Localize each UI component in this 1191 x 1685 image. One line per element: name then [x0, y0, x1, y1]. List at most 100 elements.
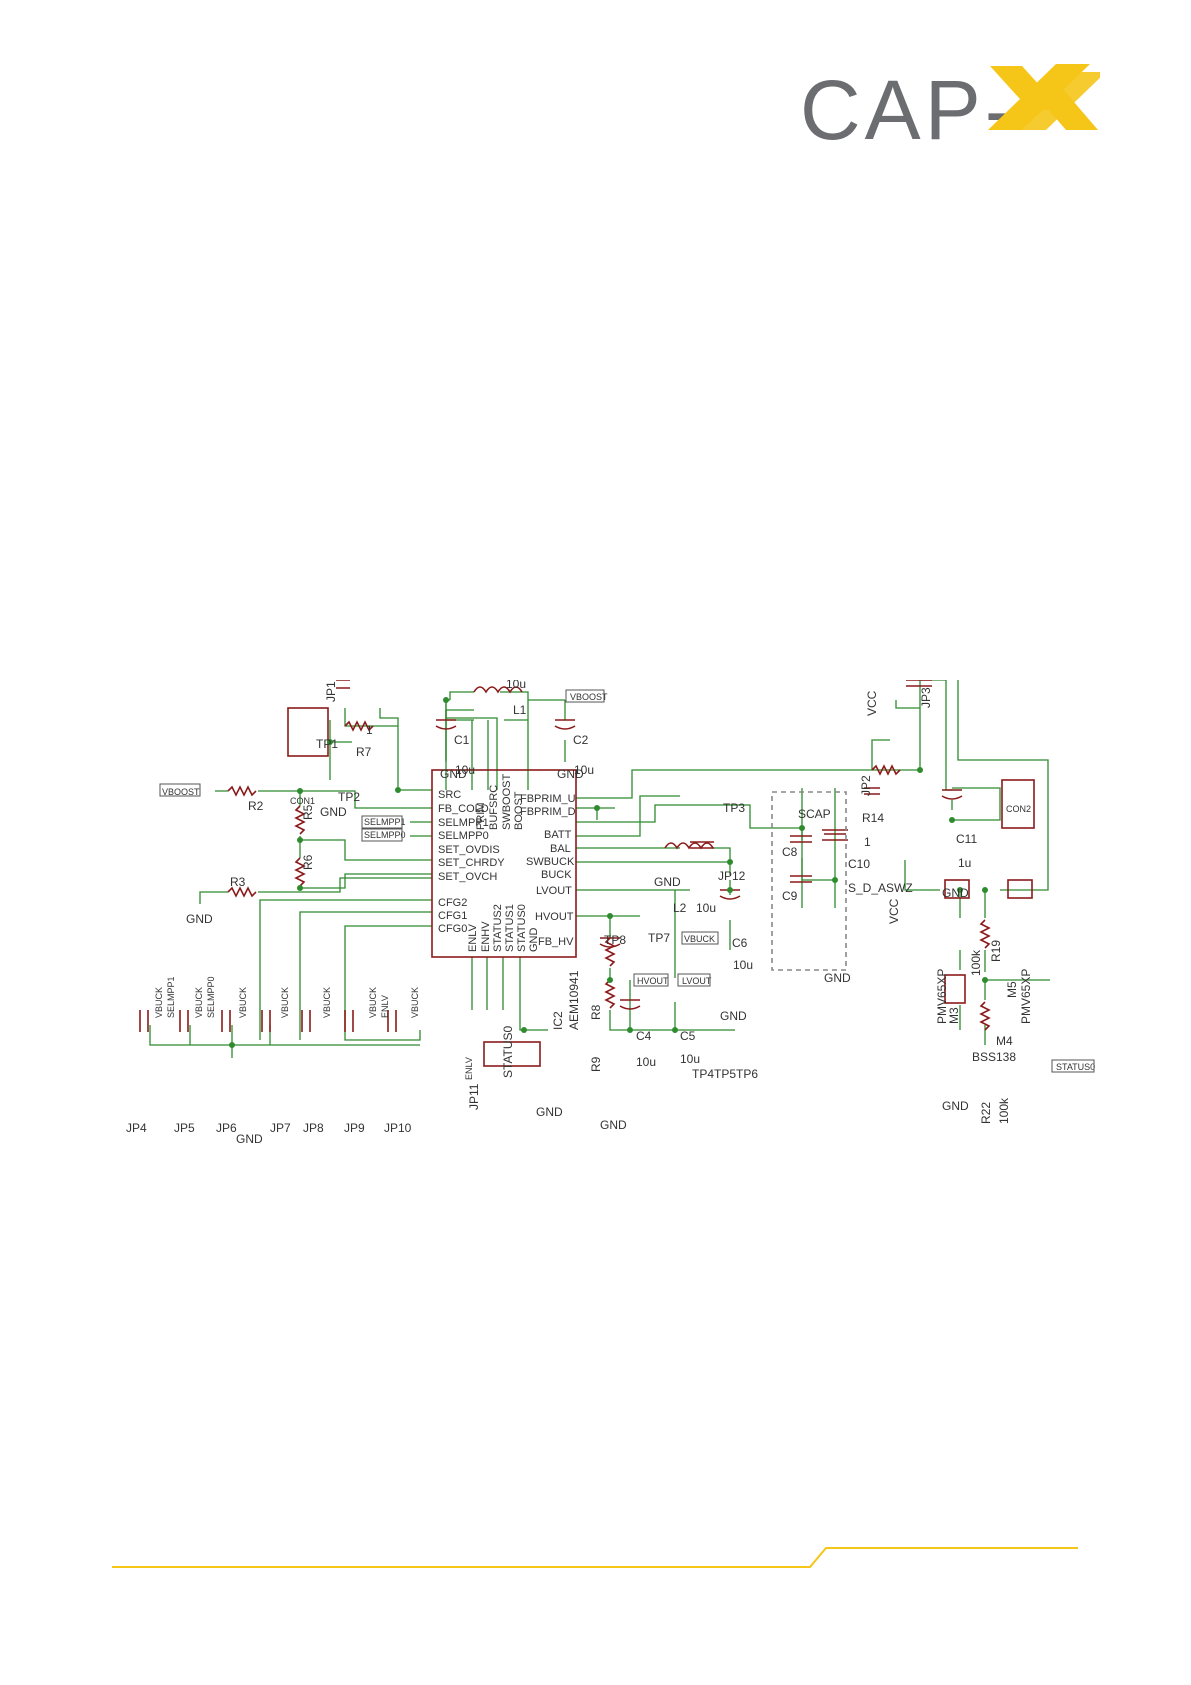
pin-status2: STATUS2	[492, 904, 504, 952]
connector-con2	[1001, 779, 1035, 829]
ic-body	[431, 769, 577, 958]
r9-label: R9	[589, 1056, 603, 1072]
c8-label: C8	[782, 845, 798, 859]
m5-label: M5	[1005, 981, 1019, 998]
pin-status0: STATUS0	[516, 904, 528, 952]
pin-fb-cold: FB_COLD	[438, 803, 489, 815]
c2-value: 10u	[574, 763, 594, 777]
m3-part: PMV65XP	[935, 969, 949, 1024]
gnd-con1: GND	[320, 805, 347, 819]
pin-bufsrc: BUFSRC	[488, 785, 500, 830]
pin-buck: BUCK	[541, 869, 572, 881]
l1-value: 10u	[506, 680, 526, 691]
r19-label: R19	[989, 940, 1003, 962]
m4-label: M4	[996, 1034, 1013, 1048]
c5-value: 10u	[680, 1052, 700, 1066]
footer-rule	[112, 1547, 1078, 1568]
logo-x-mark	[988, 64, 1100, 130]
vbuck-tag: VBUCK	[684, 934, 715, 944]
c4-value: 10u	[636, 1055, 656, 1069]
hvout-tag: HVOUT	[637, 976, 669, 986]
inductor-l1	[473, 686, 523, 694]
jp5-tag-selmpp0: SELMPP0	[206, 976, 216, 1018]
c11-label: C11	[956, 832, 977, 846]
con1-label: CON1	[290, 796, 315, 806]
r5-label: R5	[301, 804, 315, 820]
pin-set-ovdis: SET_OVDIS	[438, 844, 500, 856]
status0-tag: STATUS0	[1056, 1062, 1095, 1072]
jp9-tag-vbuck: VBUCK	[368, 987, 378, 1018]
jp11-label: JP11	[467, 1083, 481, 1110]
gnd-c11: GND	[942, 886, 969, 900]
ic-part: AEM10941	[567, 970, 581, 1030]
c1-value: 10u	[455, 763, 475, 777]
connector-jp11	[483, 1041, 541, 1067]
r2-label: R2	[248, 799, 264, 813]
vboost-tag: VBOOST	[570, 692, 608, 702]
pin-batt: BATT	[544, 829, 572, 841]
pin-fb-hv: FB_HV	[538, 936, 574, 948]
gnd-scap: GND	[824, 971, 851, 985]
net-tags	[159, 689, 1095, 1073]
symbols	[139, 680, 1035, 1067]
tp5-label: TP5	[714, 1067, 736, 1081]
pin-selmpp0: SELMPP0	[438, 830, 489, 842]
jp2-label: JP2	[859, 775, 873, 796]
jp4-tag-vbuck: VBUCK	[154, 987, 164, 1018]
jp8-label: JP8	[303, 1121, 324, 1135]
l2-value: 10u	[696, 901, 716, 915]
l2-label: L2	[673, 901, 687, 915]
circuit-schematic: SRC FB_COLD SELMPP1 SELMPP0 SET_OVDIS SE…	[126, 680, 1095, 1146]
logo-text: CAP-	[800, 63, 1017, 157]
pin-cfg1: CFG1	[438, 910, 467, 922]
m5-part: PMV65XP	[1019, 969, 1033, 1024]
gnd-r3: GND	[186, 912, 213, 926]
junctions	[229, 697, 988, 1048]
pin-cfg0: CFG0	[438, 923, 467, 935]
con2-label: CON2	[1006, 804, 1031, 814]
c2-label: C2	[573, 733, 589, 747]
vboost-left-tag: VBOOST	[162, 787, 200, 797]
pin-fbprim-u: FBPRIM_U	[520, 793, 576, 805]
jp10-label: JP10	[384, 1121, 412, 1135]
selmpp1-tag: SELMPP1	[364, 817, 406, 827]
gnd-c1: GND	[440, 767, 467, 781]
r7-value: 1	[366, 723, 373, 737]
pin-swboost: SWBOOST	[501, 773, 513, 830]
inductor-l2	[664, 842, 714, 850]
tp8-label: TP8	[604, 933, 626, 947]
pin-status1: STATUS1	[504, 904, 516, 952]
m3-label: M3	[947, 1007, 961, 1024]
jp3-label: JP3	[919, 687, 933, 708]
r14-label: R14	[862, 811, 884, 825]
jp6-label: JP6	[216, 1121, 237, 1135]
scap-part: S_D_ASWZ	[848, 881, 913, 895]
pin-boost: BOOST	[513, 791, 525, 830]
tp6-label: TP6	[736, 1067, 758, 1081]
pin-hvout: HVOUT	[535, 911, 574, 923]
c4-label: C4	[636, 1029, 652, 1043]
r7-label: R7	[356, 745, 372, 759]
jp7-tag-vbuck: VBUCK	[280, 987, 290, 1018]
tp3-label: TP3	[723, 801, 745, 815]
jp4-label: JP4	[126, 1121, 147, 1135]
jp12-label: JP12	[718, 869, 746, 883]
pin-enlv: ENLV	[467, 923, 479, 952]
l1-label: L1	[513, 703, 527, 717]
r22-value: 100k	[997, 1097, 1011, 1124]
r8-label: R8	[589, 1004, 603, 1020]
schematic-labels: SRC FB_COLD SELMPP1 SELMPP0 SET_OVDIS SE…	[126, 680, 1095, 1146]
jp5-tag-vbuck: VBUCK	[194, 987, 204, 1018]
r3-label: R3	[230, 875, 246, 889]
gnd-jp12: GND	[654, 875, 681, 889]
status0-vertical: STATUS0	[501, 1025, 515, 1078]
r22-label: R22	[979, 1102, 993, 1124]
capacitor-c1	[435, 719, 457, 730]
vcc-mid: VCC	[887, 898, 901, 924]
pin-swbuck: SWBUCK	[526, 856, 575, 868]
lvout-tag: LVOUT	[682, 976, 712, 986]
cap-xx-logo: CAP-	[800, 58, 1100, 158]
gnd-c6: GND	[720, 1009, 747, 1023]
enlv-tag: ENLV	[464, 1057, 474, 1080]
jp9-tag-enlv: ENLV	[380, 995, 390, 1018]
